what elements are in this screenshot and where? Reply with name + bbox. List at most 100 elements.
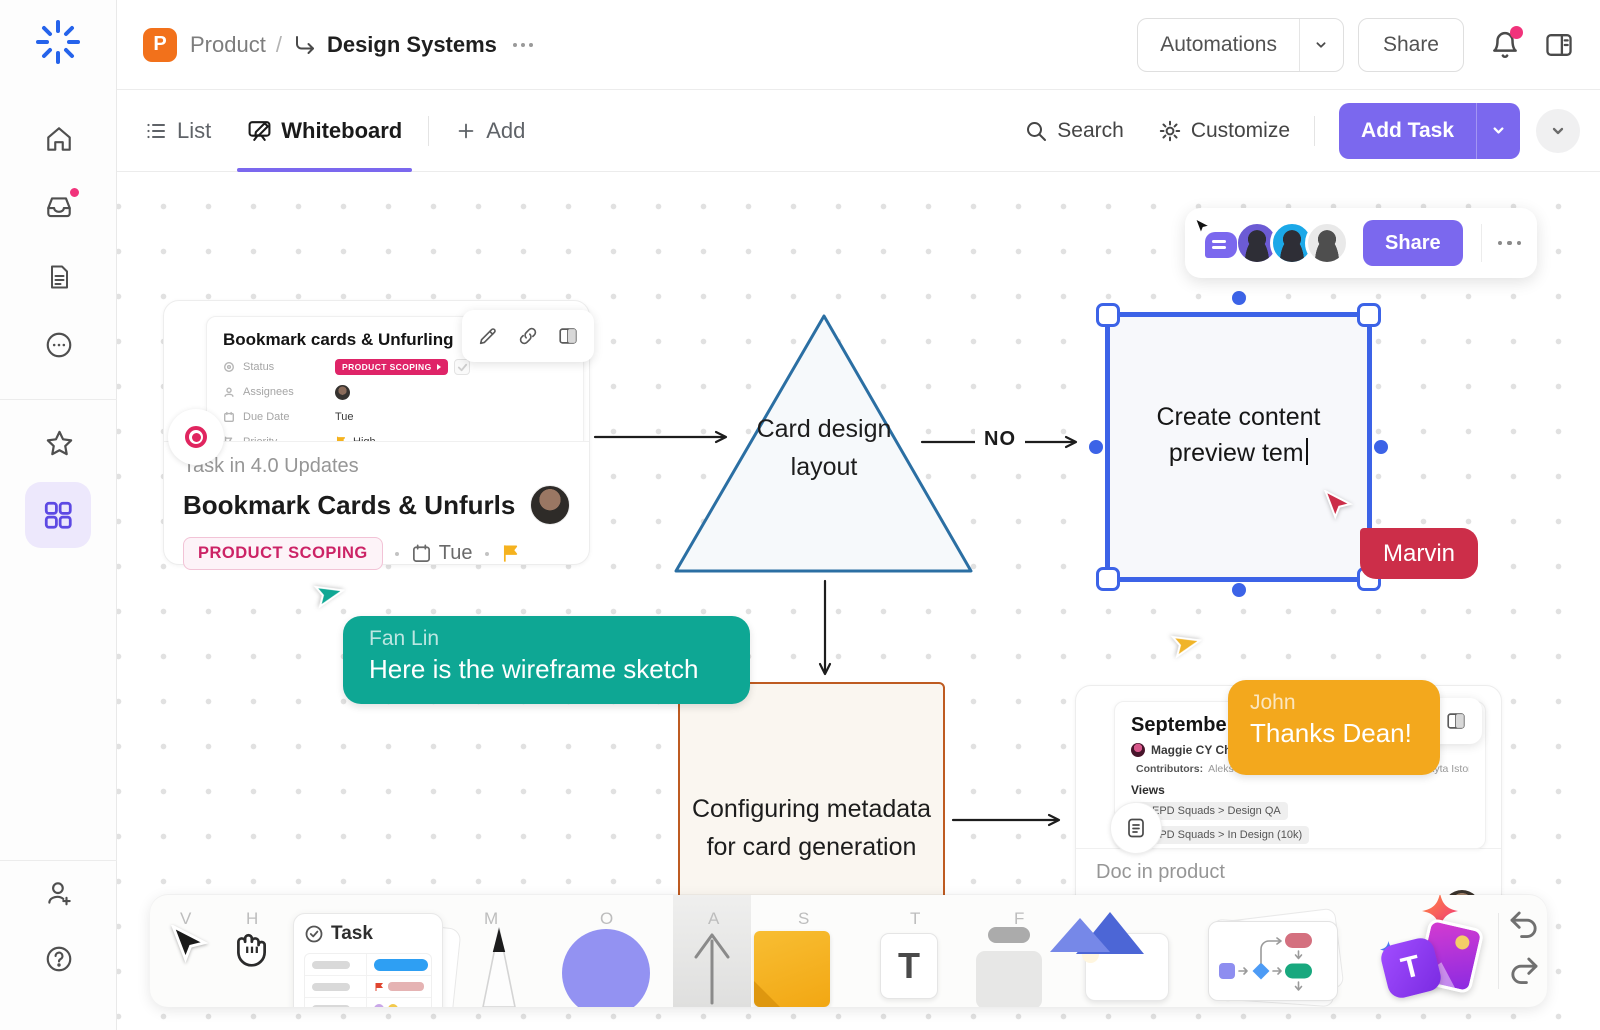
notification-dot	[1510, 25, 1523, 39]
comment-bubble-fan-lin[interactable]: Fan Lin Here is the wireframe sketch	[343, 616, 750, 704]
share-button[interactable]: Share	[1357, 17, 1464, 72]
circle-tool[interactable]	[562, 929, 650, 1007]
link-icon[interactable]	[510, 316, 546, 356]
status-badge-solid[interactable]: PRODUCT SCOPING	[335, 359, 448, 375]
flowchart-template-tool[interactable]	[1207, 907, 1345, 1007]
whiteboard-canvas[interactable]: NO Bookmark cards & Unfurling Status PRO…	[117, 172, 1600, 1030]
cursor-label-marvin: Marvin	[1360, 528, 1479, 579]
tab-list[interactable]: List	[140, 90, 215, 171]
notifications-bell-icon[interactable]	[1490, 25, 1523, 60]
open-panel-icon[interactable]	[1438, 701, 1474, 741]
redo-button[interactable]	[1506, 953, 1542, 989]
add-task-button[interactable]: Add Task	[1339, 102, 1520, 159]
connector-dot-right[interactable]	[1374, 440, 1388, 454]
resize-handle-tl[interactable]	[1096, 303, 1120, 327]
more-options-icon[interactable]	[1497, 240, 1521, 246]
field-due-label: Due Date	[243, 411, 290, 423]
pen-tool[interactable]	[476, 925, 522, 1007]
arrow-tool[interactable]	[688, 927, 736, 1007]
comments-bubble-icon[interactable]	[1194, 218, 1237, 260]
customize-button[interactable]: Customize	[1158, 119, 1290, 143]
search-button[interactable]: Search	[1024, 119, 1124, 143]
rectangle-label[interactable]: Configuring metadata for card generation	[691, 795, 932, 861]
space-avatar[interactable]: P	[143, 27, 177, 62]
assignee-avatar	[335, 384, 350, 400]
doc-owner: Maggie CY Chan	[1151, 743, 1246, 757]
status-checkbox[interactable]	[453, 359, 470, 375]
triangle-shape[interactable]	[672, 312, 975, 575]
user-cursor-black	[1194, 218, 1211, 235]
shape-mini-toolbar	[462, 310, 594, 362]
add-task-label: Add Task	[1361, 118, 1454, 142]
square-text[interactable]: Create content preview tem	[1156, 403, 1321, 467]
doc-type-badge	[1110, 802, 1162, 854]
customize-label: Customize	[1190, 118, 1291, 142]
breadcrumb-more-icon[interactable]	[512, 42, 533, 47]
edit-pencil-icon[interactable]	[470, 316, 506, 356]
sticky-note-tool[interactable]	[754, 931, 830, 1007]
open-panel-icon[interactable]	[550, 316, 586, 356]
breadcrumb-space[interactable]: Product	[190, 31, 266, 57]
separator-dot	[484, 551, 489, 556]
shortcut-v: V	[180, 909, 192, 928]
task-assignee-avatar	[530, 485, 570, 525]
invite-user-icon[interactable]	[36, 870, 82, 916]
more-apps-icon[interactable]	[36, 322, 82, 368]
ai-generate-tool[interactable]: T	[1378, 895, 1486, 1005]
connector-dot-left[interactable]	[1089, 440, 1103, 454]
toolbar-divider	[1498, 913, 1499, 989]
frame-tool-body[interactable]	[976, 951, 1042, 1007]
tab-whiteboard[interactable]: Whiteboard	[237, 90, 413, 172]
frame-tool[interactable]	[988, 927, 1030, 943]
task-card-title[interactable]: Bookmark Cards & Unfurls	[183, 489, 516, 520]
comment-message: Here is the wireframe sketch	[369, 654, 699, 684]
docs-icon[interactable]	[36, 254, 82, 300]
automations-button[interactable]: Automations	[1137, 17, 1344, 72]
view-chip-label: EPD Squads > In Design (10k)	[1152, 828, 1303, 841]
connector-dot-bottom[interactable]	[1231, 583, 1246, 597]
due-date-value: Tue	[438, 542, 473, 564]
resize-handle-bl[interactable]	[1096, 567, 1120, 591]
task-preview-title: Bookmark cards & Unfurling	[223, 330, 454, 349]
spaces-grid-icon-active[interactable]	[25, 482, 91, 548]
automations-chevron-icon[interactable]	[1298, 18, 1343, 71]
help-icon[interactable]	[36, 936, 82, 982]
inbox-icon[interactable]	[36, 184, 82, 230]
shortcut-m: M	[484, 909, 499, 928]
shortcut-s: S	[798, 909, 810, 928]
shortcut-h: H	[246, 909, 259, 928]
ai-tile-glyph: T	[1397, 949, 1424, 986]
resize-handle-tr[interactable]	[1357, 303, 1381, 327]
collapse-header-chevron[interactable]	[1536, 108, 1580, 153]
connector-dot-top[interactable]	[1231, 291, 1246, 305]
hand-tool[interactable]	[224, 921, 272, 969]
square-shape-selected[interactable]: Create content preview tem	[1089, 291, 1388, 597]
user-cursor-marvin	[1323, 490, 1353, 520]
breadcrumb-page-title[interactable]: Design Systems	[326, 31, 497, 57]
due-date[interactable]: Tue	[411, 542, 473, 565]
task-tool[interactable]: Task	[293, 913, 462, 1007]
triangle-label[interactable]: Card design layout	[756, 415, 892, 481]
edge-label-no[interactable]: NO	[975, 428, 1025, 451]
comment-bubble-john[interactable]: John Thanks Dean!	[1228, 680, 1440, 775]
avatar[interactable]	[1270, 221, 1315, 265]
avatar[interactable]	[1305, 221, 1350, 265]
status-badge-outline[interactable]: PRODUCT SCOPING	[183, 537, 383, 570]
owner-avatar	[1131, 743, 1145, 757]
favorites-star-icon[interactable]	[36, 420, 82, 466]
clickup-logo-icon[interactable]	[30, 14, 86, 70]
undo-button[interactable]	[1506, 907, 1542, 943]
inbox-notification-dot	[68, 186, 81, 199]
view-tabbar: List Whiteboard Add Search Customize Add…	[117, 90, 1600, 172]
text-tool-glyph: T	[898, 945, 920, 986]
home-icon[interactable]	[36, 116, 82, 162]
select-tool[interactable]	[170, 925, 208, 963]
text-tool[interactable]: T	[880, 933, 938, 999]
tab-add-view[interactable]: Add	[451, 90, 529, 171]
add-task-chevron-icon[interactable]	[1476, 102, 1520, 159]
sidebar-toggle-icon[interactable]	[1544, 30, 1574, 60]
canvas-share-button[interactable]: Share	[1363, 220, 1463, 266]
task-card-subtitle: Task in 4.0 Updates	[183, 455, 359, 477]
image-tool[interactable]	[1050, 912, 1169, 1001]
search-label: Search	[1057, 118, 1124, 142]
